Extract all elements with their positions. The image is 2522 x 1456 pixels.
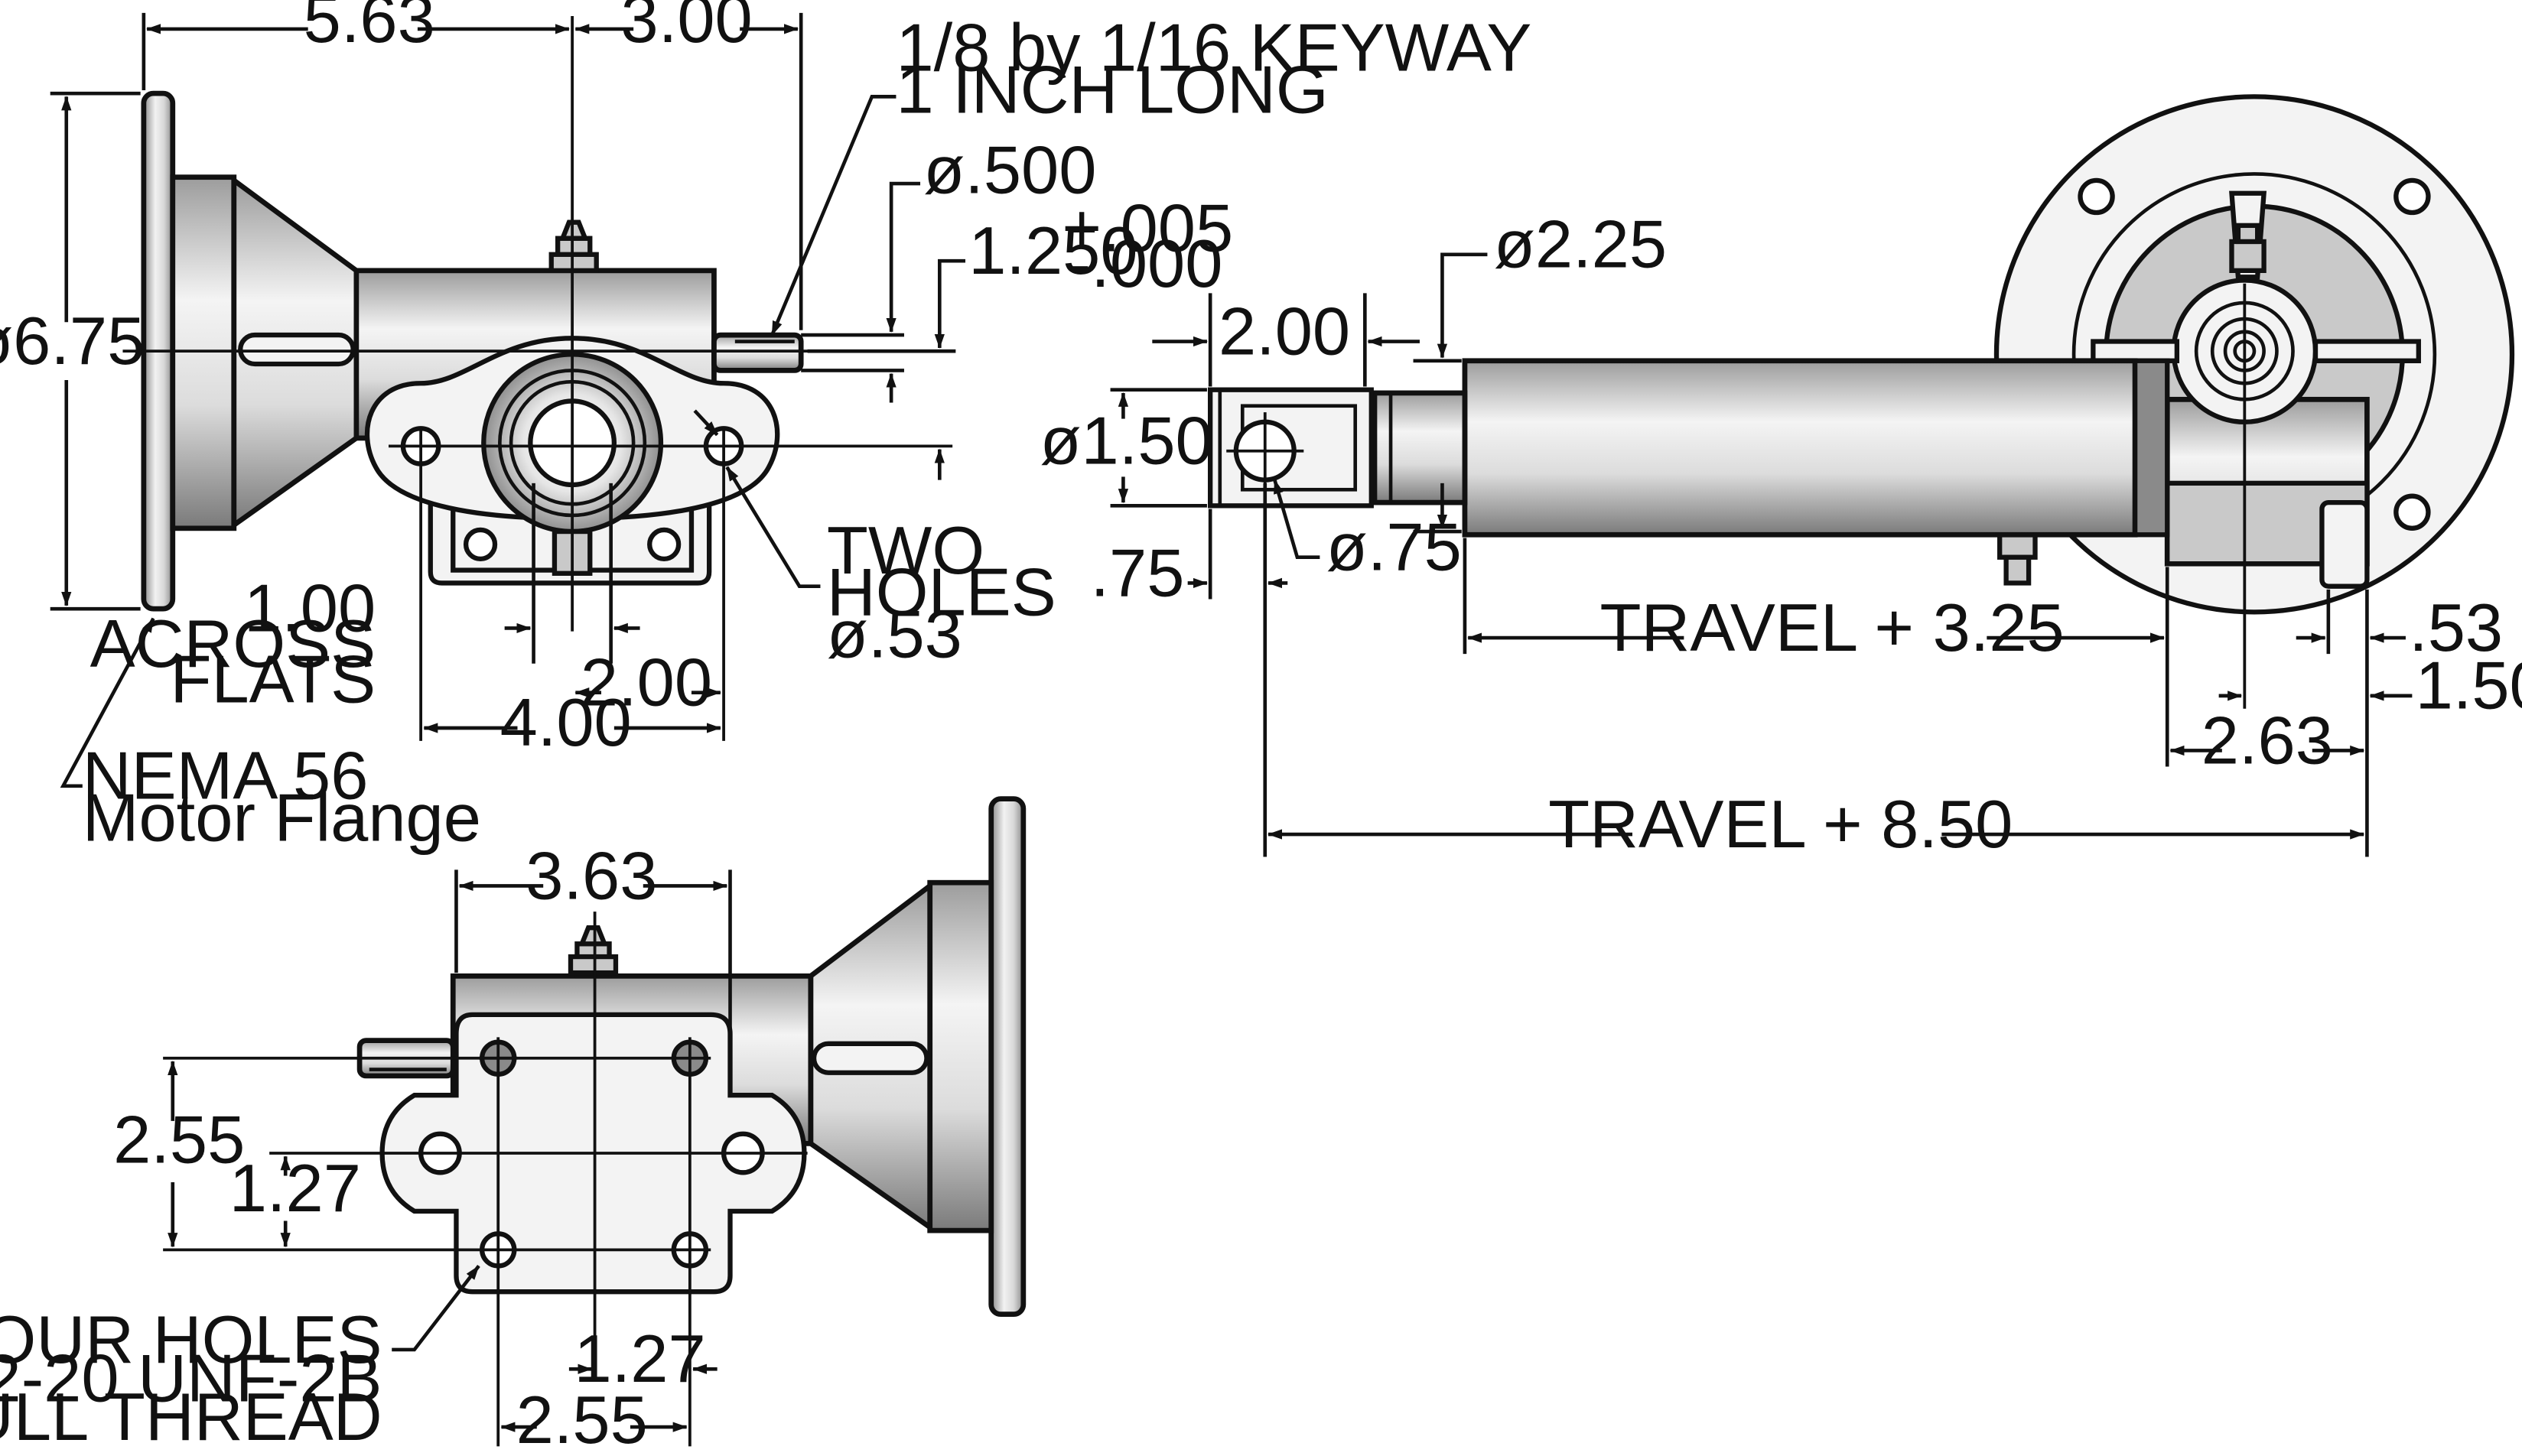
four-holes-3: .53 FULL THREAD xyxy=(0,1379,382,1454)
dim-4-00: 4.00 xyxy=(500,684,632,760)
keyway-text-2: 1 INCH LONG xyxy=(896,51,1328,127)
across-flats-1: 1.00 xyxy=(244,570,376,646)
dim-5-63: 5.63 xyxy=(304,0,435,57)
four-holes-2: 1/2-20 UNF-2B xyxy=(0,1340,382,1415)
across-flats-2: ACROSS xyxy=(90,606,376,681)
dim-pin-dia: ø.75 xyxy=(1326,509,1462,585)
dim-flange-dia: ø6.75 xyxy=(0,303,145,379)
dim-1-27-v: 1.27 xyxy=(229,1150,361,1226)
four-holes-1: FOUR HOLES xyxy=(0,1302,382,1377)
dim-3-63: 3.63 xyxy=(526,837,657,913)
dim-travel-325: TRAVEL + 3.25 xyxy=(1600,590,2065,665)
dim-pin-offset: .75 xyxy=(1090,535,1184,610)
rod xyxy=(1372,390,1468,505)
dim-travel-850: TRAVEL + 8.50 xyxy=(1548,786,2013,862)
grease-fitting-bottom xyxy=(1997,532,2038,586)
side-view-actuator xyxy=(1207,94,2515,615)
bottom-view-dimensions: 3.63 2.55 1.27 1.27 2.55 FOUR HOLES 1/2-… xyxy=(0,837,732,1456)
keyway-text-1: 1/8 by 1/16 KEYWAY xyxy=(896,10,1531,86)
flange-collar xyxy=(170,174,237,531)
across-flats-3: FLATS xyxy=(170,641,376,717)
nema-text-2: Motor Flange xyxy=(83,779,481,855)
dim-1-27-h: 1.27 xyxy=(574,1321,705,1396)
dim-1500: 1.500 xyxy=(2416,648,2522,723)
cone-rib xyxy=(238,332,356,367)
dim-tol-minus: -.000 xyxy=(1069,226,1223,301)
grease-fitting-side xyxy=(568,925,619,979)
top-view-gearbox xyxy=(122,16,953,741)
dim-clevis-len: 2.00 xyxy=(1219,293,1350,369)
side-view-dimensions: 2.00 ø2.25 ø1.50 ø.75 .75 TRAVEL + 3.25 xyxy=(1040,206,2522,862)
holes-text-3: ø.53 xyxy=(827,596,962,671)
cylinder-tube xyxy=(1462,358,2138,538)
dim-53: .53 xyxy=(2409,590,2503,665)
holes-text-1: TWO xyxy=(827,512,984,588)
dim-tol-plus: +.005 xyxy=(1062,190,1233,266)
output-shaft xyxy=(711,332,804,373)
dim-shaft-height: 1.250 xyxy=(968,213,1137,288)
dim-clevis-dia: ø1.50 xyxy=(1040,403,1213,479)
top-view-dimensions: 5.63 3.00 ø6.75 1/8 by 1/16 KEYWAY 1 INC… xyxy=(0,0,1531,855)
dim-2-00-top: 2.00 xyxy=(581,645,712,720)
bottom-view-gearbox xyxy=(163,796,1027,1447)
nema-text-1: NEMA 56 xyxy=(83,738,369,814)
dim-263: 2.63 xyxy=(2201,702,2333,778)
holes-text-2: HOLES xyxy=(827,554,1056,630)
dim-rod-dia: ø2.25 xyxy=(1494,206,1667,282)
grease-fitting-top xyxy=(2229,223,2267,274)
grease-fitting xyxy=(548,219,599,273)
dim-2-55-h: 2.55 xyxy=(516,1382,648,1456)
dim-shaft-dia: ø.500 xyxy=(923,132,1096,208)
dim-3-00: 3.00 xyxy=(621,0,753,57)
dim-2-55-v: 2.55 xyxy=(113,1102,245,1178)
motor-flange-side xyxy=(988,796,1027,1318)
